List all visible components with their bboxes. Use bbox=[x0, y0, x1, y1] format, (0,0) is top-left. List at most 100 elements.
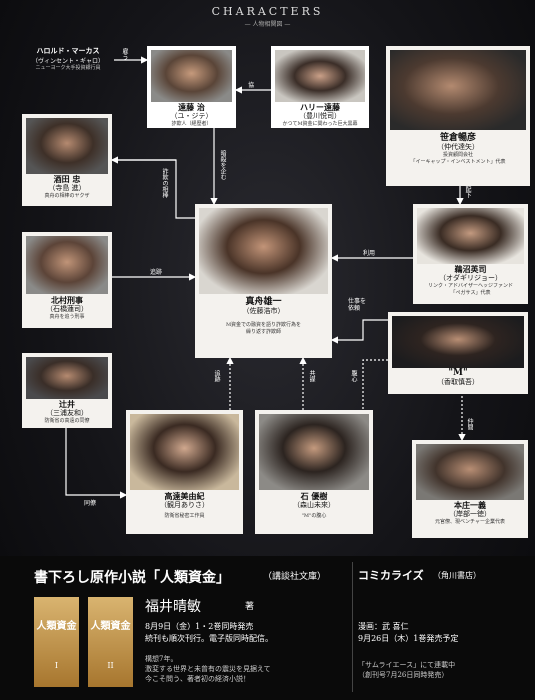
line-tsujii-takato bbox=[65, 428, 128, 499]
sasakura-actor: （仲代達矢） bbox=[437, 143, 479, 151]
book-cover-2: 人類資金 II bbox=[88, 597, 133, 687]
m-name: "M" bbox=[448, 368, 468, 378]
line-sakata-mafune bbox=[112, 159, 195, 219]
author-name: 福井晴敏 bbox=[145, 599, 201, 615]
tsujii-desc: 防衛省の高遠の同僚 bbox=[44, 418, 90, 424]
chart-title: CHARACTERS bbox=[211, 5, 324, 18]
line-m-ishi bbox=[362, 359, 388, 410]
tsujii-photo bbox=[26, 357, 108, 399]
comic-release: 9月26日（木）1巻発売予定 bbox=[358, 634, 459, 643]
novel-publisher: （講談社文庫） bbox=[263, 572, 327, 582]
takato-actor: （観月ありさ） bbox=[160, 501, 209, 509]
sakata-photo bbox=[26, 118, 108, 174]
rel-tsuiseki: 追跡 bbox=[150, 269, 163, 276]
comic-manga-artist: 漫画：武 喜仁 bbox=[358, 622, 409, 631]
card-tsujii: 辻井 （三浦友和） 防衛省の高遠の同僚 bbox=[22, 353, 112, 428]
kitamura-photo bbox=[26, 236, 108, 294]
promo-divider bbox=[352, 562, 353, 692]
kitamura-desc: 真舟を追う刑事 bbox=[49, 314, 85, 320]
chart-subtitle: — 人物相関図 — bbox=[244, 21, 291, 28]
ishi-desc: "M"の腹心 bbox=[301, 513, 327, 519]
endo-osamu-desc: 詐欺人（経歴者） bbox=[171, 121, 212, 127]
card-kitamura: 北村刑事 （石橋蓮司） 真舟を追う刑事 bbox=[22, 232, 112, 328]
book-2-title: 人類資金 bbox=[90, 621, 131, 632]
ishi-name: 石 優樹 bbox=[300, 491, 328, 501]
harold-label: ハロルド・マーカス （ヴィンセント・ギャロ） ニューヨーク大手投資銀行員 bbox=[22, 46, 114, 72]
rel-haika: 配下 bbox=[464, 186, 471, 198]
card-sasakura: 笹倉暢彦 （仲代達矢） 投資顧問会社 「イーキャップ・インベストメント」代表 bbox=[386, 46, 530, 186]
comic-title: コミカライズ bbox=[358, 569, 424, 582]
mafune-desc: M資金での融資を語り詐欺行為を bbox=[225, 322, 302, 328]
card-mafune: 真舟雄一 （佐藤浩市） M資金での融資を語り詐欺行為を 繰り返す詐欺師 bbox=[195, 204, 332, 358]
mafune-actor: （佐藤浩市） bbox=[242, 307, 285, 315]
card-unuma: 鵜沼英司 （オダギリジョー） リンク・アドバイザーヘッジファンド 「ペガサス」代… bbox=[413, 204, 528, 304]
sasakura-desc2: 「イーキャップ・インベストメント」代表 bbox=[410, 159, 506, 165]
novel-blurb-2: 激変する世界と未曾有の震災を見据えて bbox=[145, 665, 271, 673]
comic-note-2: （創刊号7月26日同時発売） bbox=[358, 671, 449, 679]
novel-blurb-1: 構想7年。 bbox=[145, 655, 178, 663]
rel-nakama: 仲間 bbox=[466, 418, 473, 430]
ishi-actor: （森山未來） bbox=[293, 501, 335, 509]
novel-blurb-3: 今こそ問う、著者初の経済小説！ bbox=[145, 675, 250, 683]
comic-note-1: 「サムライエース」にて連載中 bbox=[358, 661, 456, 669]
book-1-title: 人類資金 bbox=[36, 621, 77, 632]
takato-name: 高遠美由紀 bbox=[164, 491, 205, 501]
rel-shigoto: 仕事を依頼 bbox=[348, 298, 367, 312]
card-harry: ハリー遠藤 （豊川悦司） かつてM資金に関わった巨大黒幕 bbox=[271, 46, 369, 128]
ishi-photo bbox=[259, 414, 369, 490]
rel-tsuiseki-2: 追跡 bbox=[213, 370, 220, 382]
rel-douryou: 同僚 bbox=[84, 500, 97, 507]
novel-release-2: 続刊も順次刊行。電子版同時配信。 bbox=[145, 634, 273, 643]
m-actor: （香取慎吾） bbox=[437, 378, 479, 386]
harold-desc: ニューヨーク大手投資銀行員 bbox=[35, 65, 101, 71]
book-2-number: II bbox=[107, 661, 114, 670]
tsujii-name: 辻井 bbox=[59, 399, 75, 409]
rel-fukushin: 腹心 bbox=[350, 370, 357, 382]
harry-photo bbox=[275, 50, 365, 102]
sasakura-photo bbox=[390, 50, 526, 130]
kitamura-name: 北村刑事 bbox=[51, 295, 83, 305]
harry-name: ハリー遠藤 bbox=[300, 102, 340, 112]
sakata-actor: （寺島 進） bbox=[48, 184, 86, 192]
sasakura-name: 笹倉暢彦 bbox=[439, 133, 476, 143]
honjo-desc: 元官僚、現ベンチャー企業代表 bbox=[435, 519, 505, 525]
mafune-photo bbox=[199, 208, 328, 294]
endo-osamu-photo bbox=[151, 50, 232, 102]
unuma-actor: （オダギリジョー） bbox=[439, 274, 502, 282]
honjo-actor: （岸部一徳） bbox=[449, 510, 491, 518]
book-1-number: I bbox=[54, 661, 59, 670]
harry-desc: かつてM資金に関わった巨大黒幕 bbox=[282, 121, 358, 127]
honjo-name: 本庄一義 bbox=[454, 500, 486, 510]
takato-photo bbox=[130, 414, 239, 490]
sasakura-desc: 投資顧問会社 bbox=[442, 152, 473, 158]
rel-riyou: 利用 bbox=[363, 250, 376, 257]
card-honjo: 本庄一義 （岸部一徳） 元官僚、現ベンチャー企業代表 bbox=[412, 440, 528, 538]
rel-yatou: 雇う bbox=[121, 48, 128, 60]
endo-osamu-actor: （ユ・ジテ） bbox=[170, 112, 213, 120]
unuma-desc: リンク・アドバイザーヘッジファンド bbox=[428, 283, 513, 289]
harold-actor: （ヴィンセント・ギャロ） bbox=[31, 58, 104, 65]
endo-osamu-name: 遠藤 治 bbox=[178, 102, 205, 112]
unuma-photo bbox=[417, 208, 524, 264]
sakata-desc: 真舟の相棒のヤクザ bbox=[44, 193, 90, 199]
unuma-desc2: 「ペガサス」代表 bbox=[450, 290, 491, 296]
mafune-desc2: 繰り返す詐欺師 bbox=[245, 329, 281, 335]
kitamura-actor: （石橋蓮司） bbox=[46, 305, 88, 313]
takato-desc: 防衛省秘密工作員 bbox=[164, 513, 205, 519]
card-sakata: 酒田 忠 （寺島 進） 真舟の相棒のヤクザ bbox=[22, 114, 112, 206]
novel-title: 書下ろし原作小説「人類資金」 bbox=[34, 570, 230, 586]
honjo-photo bbox=[416, 444, 524, 500]
harry-actor: （豊川悦司） bbox=[299, 112, 341, 120]
card-ishi: 石 優樹 （森山未來） "M"の腹心 bbox=[255, 410, 373, 534]
book-cover-1: 人類資金 I bbox=[34, 597, 79, 687]
card-m: "M" （香取慎吾） bbox=[388, 312, 528, 394]
line-m-mafune bbox=[330, 319, 388, 344]
rel-sagi-aibou: 詐欺の相棒 bbox=[161, 168, 168, 198]
novel-release-1: 8月9日（金）1・2巻同時発売 bbox=[145, 622, 254, 631]
tsujii-actor: （三浦友和） bbox=[46, 409, 88, 417]
rel-kyou: 協 bbox=[248, 82, 255, 89]
unuma-name: 鵜沼英司 bbox=[454, 264, 487, 274]
comic-publisher: （角川書店） bbox=[433, 571, 481, 580]
